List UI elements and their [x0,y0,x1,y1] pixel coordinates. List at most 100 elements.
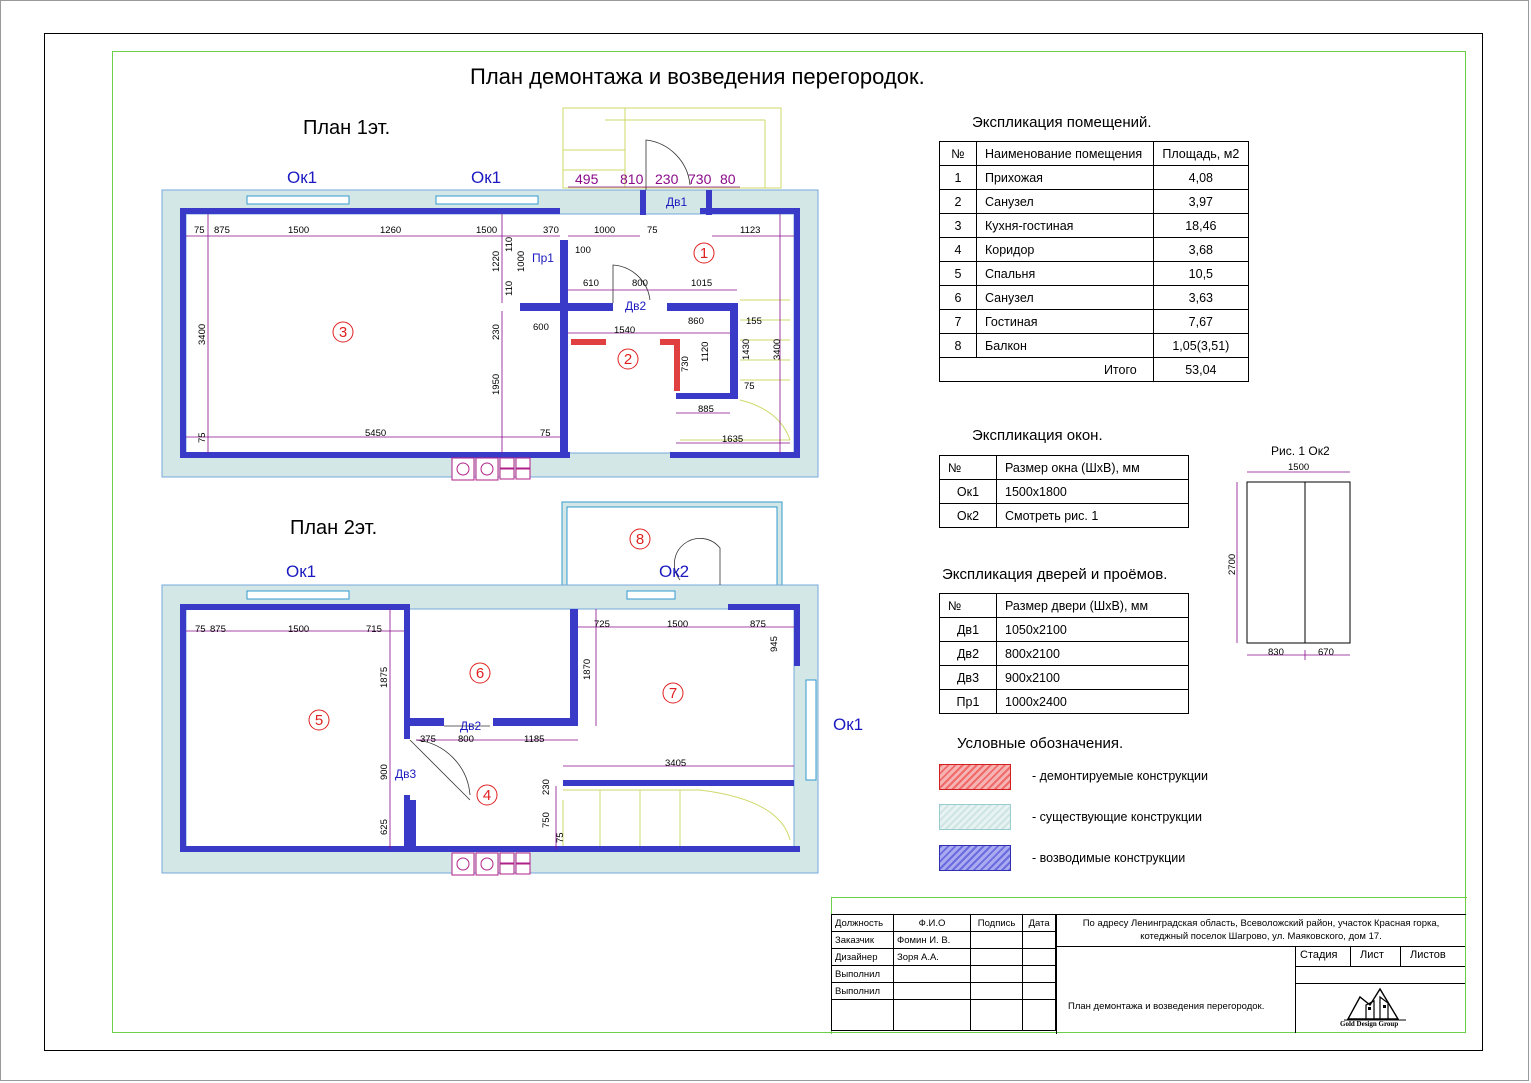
room-number: 6 [476,665,484,682]
plan2-labels: Ок1 Ок2 Ок1 Дв2 Дв3 [286,562,863,781]
cell: Кухня-гостиная [976,213,1154,238]
legend-label: - демонтируемые конструкции [1032,769,1209,783]
room-number: 4 [483,787,491,804]
window-label: Ок1 [287,168,317,187]
cell: 1050х2100 [996,617,1189,642]
header-cell: Размер окна (ШхВ), мм [996,455,1189,480]
dim-label: 860 [688,316,704,327]
plan2-door-swings [409,538,721,801]
cell: Дв3 [939,665,997,690]
header-cell: Размер двери (ШхВ), мм [996,593,1189,618]
window-label: Ок1 [833,715,863,734]
plan1-top-dims: 495 810 230 730 80 [575,171,736,187]
dim-label: 1015 [691,278,712,289]
dim-label: 1430 [741,339,752,360]
window-label: Ок1 [471,168,501,187]
dim-label: 75 [744,381,755,392]
cell: 1,05(3,51) [1152,333,1250,358]
plan2-fixtures [451,852,531,876]
plan1-door-swings [612,139,691,303]
dim-label: 800 [632,278,648,289]
door-label: Дв2 [460,719,482,733]
room-number: 3 [339,324,347,341]
header-cell: № [939,455,997,480]
dim-label: 1185 [524,734,544,745]
cell: 3,68 [1152,237,1250,262]
door-label: Дв2 [625,299,647,313]
plan1-new-walls [180,190,800,458]
dim-label: 875 [214,225,230,236]
dim-label: 610 [583,278,599,289]
dim-label: 1000 [594,225,615,236]
dim-label: 1123 [740,225,760,236]
header-cell: Должность [831,914,894,932]
stage-label: Стадия [1300,949,1338,961]
plan2-room-markers [308,528,684,806]
header-cell: Подпись [969,914,1024,932]
legend-swatch-existing [939,804,1011,830]
dim-label: 230 [541,779,552,795]
dim-label: 230 [491,324,502,340]
door-label: Дв1 [666,195,688,209]
dim-label: 1540 [614,325,635,336]
plan1-stairs [680,299,791,441]
drawing-area [112,51,1466,1033]
dim-label: 945 [769,636,780,652]
cell [893,965,971,983]
cell [893,982,971,1000]
door-label: Дв3 [395,767,417,781]
room-number: 2 [624,351,632,368]
total-label: Итого [939,357,1154,382]
room-number: 8 [636,531,644,548]
plan1-fixtures [451,457,531,481]
plan1-dims: 75 875 1500 1260 1500 370 1000 75 1123 1… [194,225,783,445]
floor-plan-2: План 2эт. 75 875 1500 [161,501,863,876]
sheet-label: Лист [1360,949,1384,961]
dim-label: 110 [504,237,515,252]
dim-label: 370 [543,225,559,236]
title-block-main [1056,914,1466,1034]
dim-label: 1870 [582,659,593,680]
legend-title: Условные обозначения. [957,735,1124,752]
cell: 4,08 [1152,165,1250,190]
dim-label: 75 [540,428,551,439]
plan2-dims: 75 875 1500 715 725 1500 875 375 800 118… [195,619,780,843]
window-ok2-figure: Рис. 1 Ок2 1500 2700 830 670 [1227,444,1351,660]
cell: Гостиная [976,309,1154,334]
table-row [831,999,1056,1031]
table-header: Должность Ф.И.О Подпись Дата [831,914,1056,932]
room-number: 5 [315,712,323,729]
cell: Дв1 [939,617,997,642]
dim-label: 600 [533,322,549,333]
plan1-labels: Ок1 Ок1 Дв1 Дв2 Пр1 [287,168,688,313]
cell: Фомин И. В. [893,931,971,949]
dim-label: 875 [210,624,226,635]
cell: Коридор [976,237,1154,262]
dim-label: 1635 [722,434,743,445]
dim-label: 1120 [700,342,711,362]
dim-label: 375 [420,734,436,745]
dim-label: 75 [195,624,206,635]
windows-table-title: Экспликация окон. [972,427,1103,444]
entrance-stairs-outline [562,107,782,189]
dim-label: 730 [688,171,712,187]
legend-swatch-new [939,845,1011,871]
header-cell: Ф.И.О [893,914,971,932]
fig-part-a: 830 [1268,647,1284,658]
dim-label: 495 [575,171,599,187]
room-number: 1 [700,245,708,262]
drawing-frame [44,33,1483,1051]
window-label: Ок1 [286,562,316,581]
